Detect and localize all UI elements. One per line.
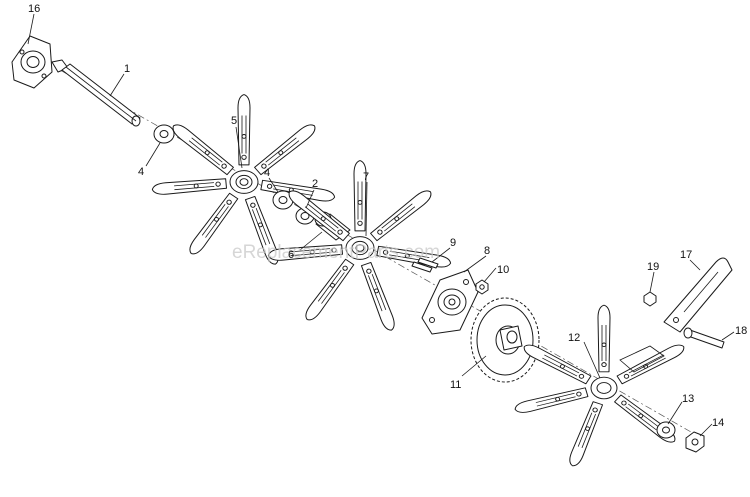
callout-12: 12 xyxy=(568,332,580,344)
watermark-text: eReplacementParts.com xyxy=(232,242,440,263)
washer-4a xyxy=(153,124,175,144)
callout-11: 11 xyxy=(450,379,461,391)
callout-18: 18 xyxy=(735,325,747,337)
tine-17 xyxy=(663,257,733,333)
callout-7: 7 xyxy=(363,171,369,183)
callout-13: 13 xyxy=(682,393,694,405)
callout-19: 19 xyxy=(647,261,659,273)
callout-1: 1 xyxy=(124,63,130,75)
callout-5: 5 xyxy=(231,115,237,127)
leader-lines xyxy=(27,13,735,437)
callout-4: 4 xyxy=(264,167,270,179)
nut-19 xyxy=(643,291,657,307)
callout-17: 17 xyxy=(680,249,692,261)
lock-nut-14 xyxy=(685,431,705,453)
callout-2: 2 xyxy=(312,178,318,190)
bolt-18 xyxy=(683,327,725,349)
sprocket-11 xyxy=(470,297,540,383)
tine-rotor-5 xyxy=(152,95,336,266)
shaft-1 xyxy=(51,59,141,127)
spacer-2 xyxy=(295,207,315,225)
callout-10: 10 xyxy=(497,264,509,276)
bearing-housing-8 xyxy=(421,269,479,335)
washer-13 xyxy=(656,421,676,439)
callout-9: 9 xyxy=(450,237,456,249)
callout-8: 8 xyxy=(484,245,490,257)
callout-6: 6 xyxy=(288,249,294,261)
callout-labels: 16 1 4 5 4 2 7 6 9 8 10 11 19 17 18 12 1… xyxy=(28,3,747,429)
callout-4: 4 xyxy=(138,166,144,178)
callout-14: 14 xyxy=(712,417,724,429)
tine-rotor-12 xyxy=(513,304,688,469)
nut-10 xyxy=(475,279,489,295)
flange-bearing-16 xyxy=(11,35,53,89)
mount-plate xyxy=(619,345,665,373)
callout-16: 16 xyxy=(28,3,40,15)
